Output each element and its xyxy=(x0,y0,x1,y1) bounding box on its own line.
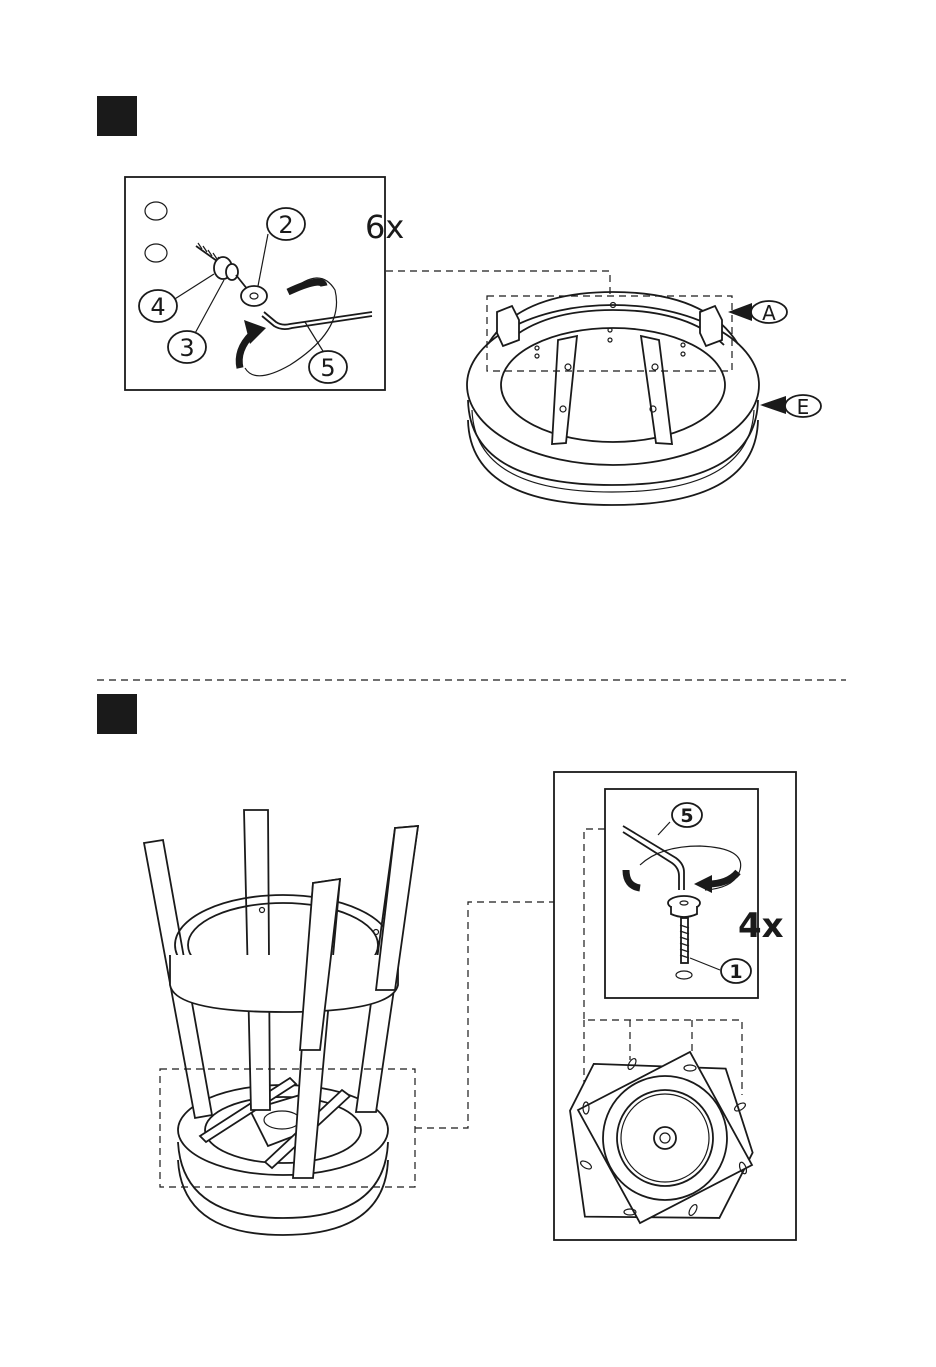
callout-2-label: 2 xyxy=(278,211,293,239)
quantity-label-step-1: 6x xyxy=(365,208,404,246)
washer-icon xyxy=(236,275,267,306)
bolt-icon xyxy=(196,243,238,280)
connector-line-step-2 xyxy=(415,902,554,1128)
connector-line xyxy=(386,271,610,295)
swivel-plate-icon xyxy=(564,1044,761,1237)
empty-callout-circle xyxy=(145,244,167,262)
step-1-marker xyxy=(97,96,137,136)
step-1-hardware-inset: 2 4 3 5 xyxy=(125,177,385,390)
bolt-icon-step-2 xyxy=(668,896,700,979)
part-label-e: E xyxy=(797,395,810,419)
stool-upside-down xyxy=(144,810,418,1235)
callout-1-step-2-label: 1 xyxy=(729,961,742,983)
callout-5-label: 5 xyxy=(320,354,335,382)
part-label-e-tag: E xyxy=(760,395,821,419)
callout-5-step-2-label: 5 xyxy=(680,805,693,827)
step-2-marker xyxy=(97,694,137,734)
callout-3-label: 3 xyxy=(179,334,194,362)
empty-callout-circle xyxy=(145,202,167,220)
part-label-a: A xyxy=(762,301,776,325)
part-label-a-tag: A xyxy=(728,301,787,325)
allen-key-icon xyxy=(262,312,372,329)
callout-4-label: 4 xyxy=(150,293,165,321)
seat-ring-assembly xyxy=(467,292,759,505)
step-2-swivel-inset: 5 1 xyxy=(554,772,796,1240)
quantity-label-step-2: 4x xyxy=(738,906,784,946)
